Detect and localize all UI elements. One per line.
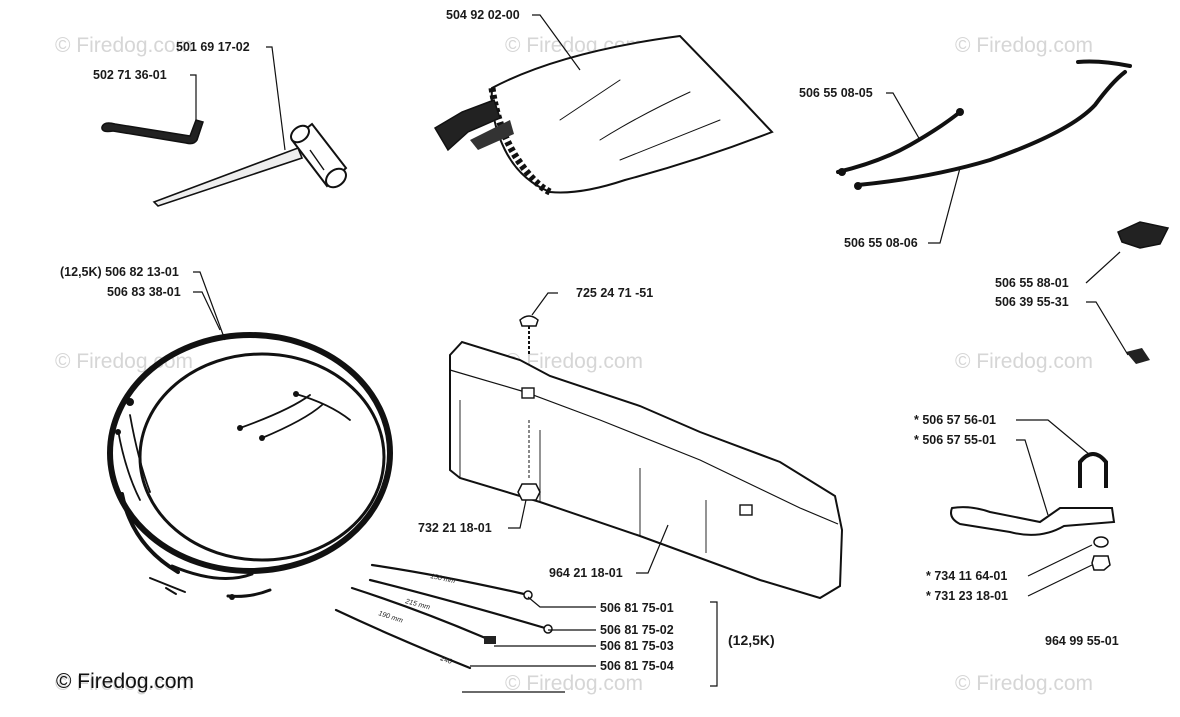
watermark: © Firedog.com — [55, 672, 193, 695]
watermark: © Firedog.com — [55, 34, 193, 57]
group-label: (12,5K) — [728, 632, 775, 648]
part-number-label: 501 69 17-02 — [176, 40, 250, 54]
terminal-drawing — [1117, 221, 1170, 364]
lead-length-label: 240 — [438, 655, 452, 666]
lead-wires-drawing: 150 mm 215 mm 190 mm 240 — [334, 563, 553, 670]
watermark: © Firedog.com — [955, 672, 1093, 695]
tool-bag-drawing — [433, 34, 774, 196]
part-number-label: 506 81 75-02 — [600, 623, 674, 637]
part-number-label: 506 39 55-31 — [995, 295, 1069, 309]
part-number-label: 964 21 18-01 — [549, 566, 623, 580]
battery-cables-drawing — [836, 59, 1132, 190]
watermark-layer: © Firedog.com © Firedog.com © Firedog.co… — [55, 34, 1093, 695]
part-number-label: 506 55 88-01 — [995, 276, 1069, 290]
lead-length-label: 190 mm — [377, 610, 403, 625]
part-labels: 502 71 36-01 501 69 17-02 504 92 02-00 5… — [60, 8, 1119, 673]
bracket-assembly-drawing — [950, 452, 1116, 571]
hex-key-drawing — [101, 119, 204, 145]
guard-bar-drawing — [449, 340, 844, 600]
part-number-label: 725 24 71 -51 — [576, 286, 653, 300]
part-number-label: * 731 23 18-01 — [926, 589, 1008, 603]
copyright-text: © Firedog.com — [56, 670, 194, 693]
part-number-label: 732 21 18-01 — [418, 521, 492, 535]
combination-wrench-drawing — [152, 122, 348, 207]
screw-nut-drawing — [517, 315, 541, 501]
part-number-label: 506 81 75-01 — [600, 601, 674, 615]
watermark: © Firedog.com — [505, 672, 643, 695]
lead-length-label: 150 mm — [430, 573, 456, 585]
wiring-harness-drawing — [107, 332, 393, 600]
watermark: © Firedog.com — [955, 34, 1093, 57]
part-number-label: * 734 11 64-01 — [926, 569, 1007, 583]
part-number-label: 506 55 08-05 — [799, 86, 873, 100]
part-number-label: 502 71 36-01 — [93, 68, 167, 82]
watermark: © Firedog.com — [955, 350, 1093, 373]
part-number-label: 504 92 02-00 — [446, 8, 520, 22]
part-number-label: 506 83 38-01 — [107, 285, 181, 299]
leader-lines — [190, 14, 1129, 693]
part-number-label: 506 55 08-06 — [844, 236, 918, 250]
lead-length-label: 215 mm — [404, 598, 431, 612]
kit-number-label: 964 99 55-01 — [1045, 634, 1119, 648]
part-number-label: 506 81 75-03 — [600, 639, 674, 653]
watermark: © Firedog.com — [505, 350, 643, 373]
part-number-label: (12,5K) 506 82 13-01 — [60, 265, 179, 279]
part-number-label: * 506 57 55-01 — [914, 433, 996, 447]
part-number-label: * 506 57 56-01 — [914, 413, 996, 427]
part-number-label: 506 81 75-04 — [600, 659, 674, 673]
